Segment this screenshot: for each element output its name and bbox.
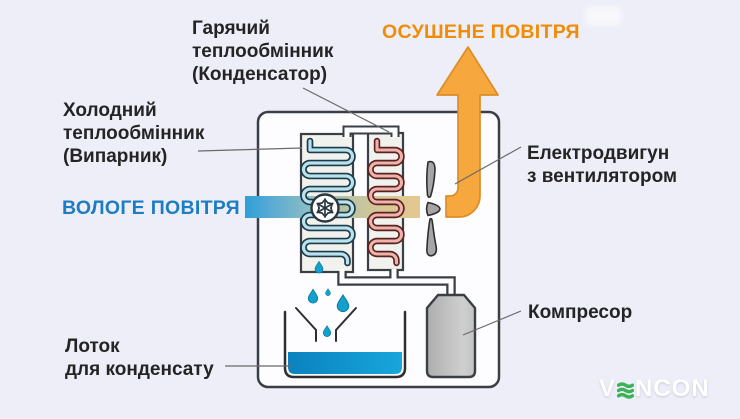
hot-exchanger-label: Гарячий теплообмінник (Конденсатор) [192, 18, 334, 85]
leader-cold-exchanger [197, 147, 303, 152]
leader-motor [454, 146, 522, 185]
droplet-icon [307, 260, 350, 337]
hot-coil [367, 137, 405, 267]
humid-air-label: ВОЛОГЕ ПОВІТРЯ [62, 197, 240, 219]
watermark-smudge [585, 6, 621, 26]
compressor-label: Компресор [528, 302, 633, 323]
cold-exchanger-label: Холодний теплообмінник (Випарник) [63, 100, 205, 167]
compressor-shape [425, 293, 477, 379]
leader-lines [197, 87, 522, 367]
vencon-logo: V NCON [599, 375, 710, 403]
leader-hot-exchanger [302, 87, 390, 133]
cold-coil [300, 137, 356, 267]
motor-label: Електродвигун з вентилятором [527, 143, 678, 187]
refrigerant-pipes [337, 125, 456, 297]
snowflake-icon [310, 193, 340, 223]
vencon-wave-icon [617, 381, 635, 399]
vencon-logo-ncon: NCON [635, 375, 710, 402]
tray-label: Лоток для конденсату [65, 336, 214, 380]
dry-air-label: ОСУШЕНЕ ПОВІТРЯ [382, 21, 580, 43]
tray-water [288, 352, 402, 374]
leader-compressor [462, 310, 522, 336]
vencon-logo-v: V [599, 375, 617, 402]
fan-icon [425, 160, 441, 257]
up-arrow-icon [436, 46, 499, 218]
condensate-tray [283, 310, 407, 379]
drip-funnel [295, 307, 357, 342]
